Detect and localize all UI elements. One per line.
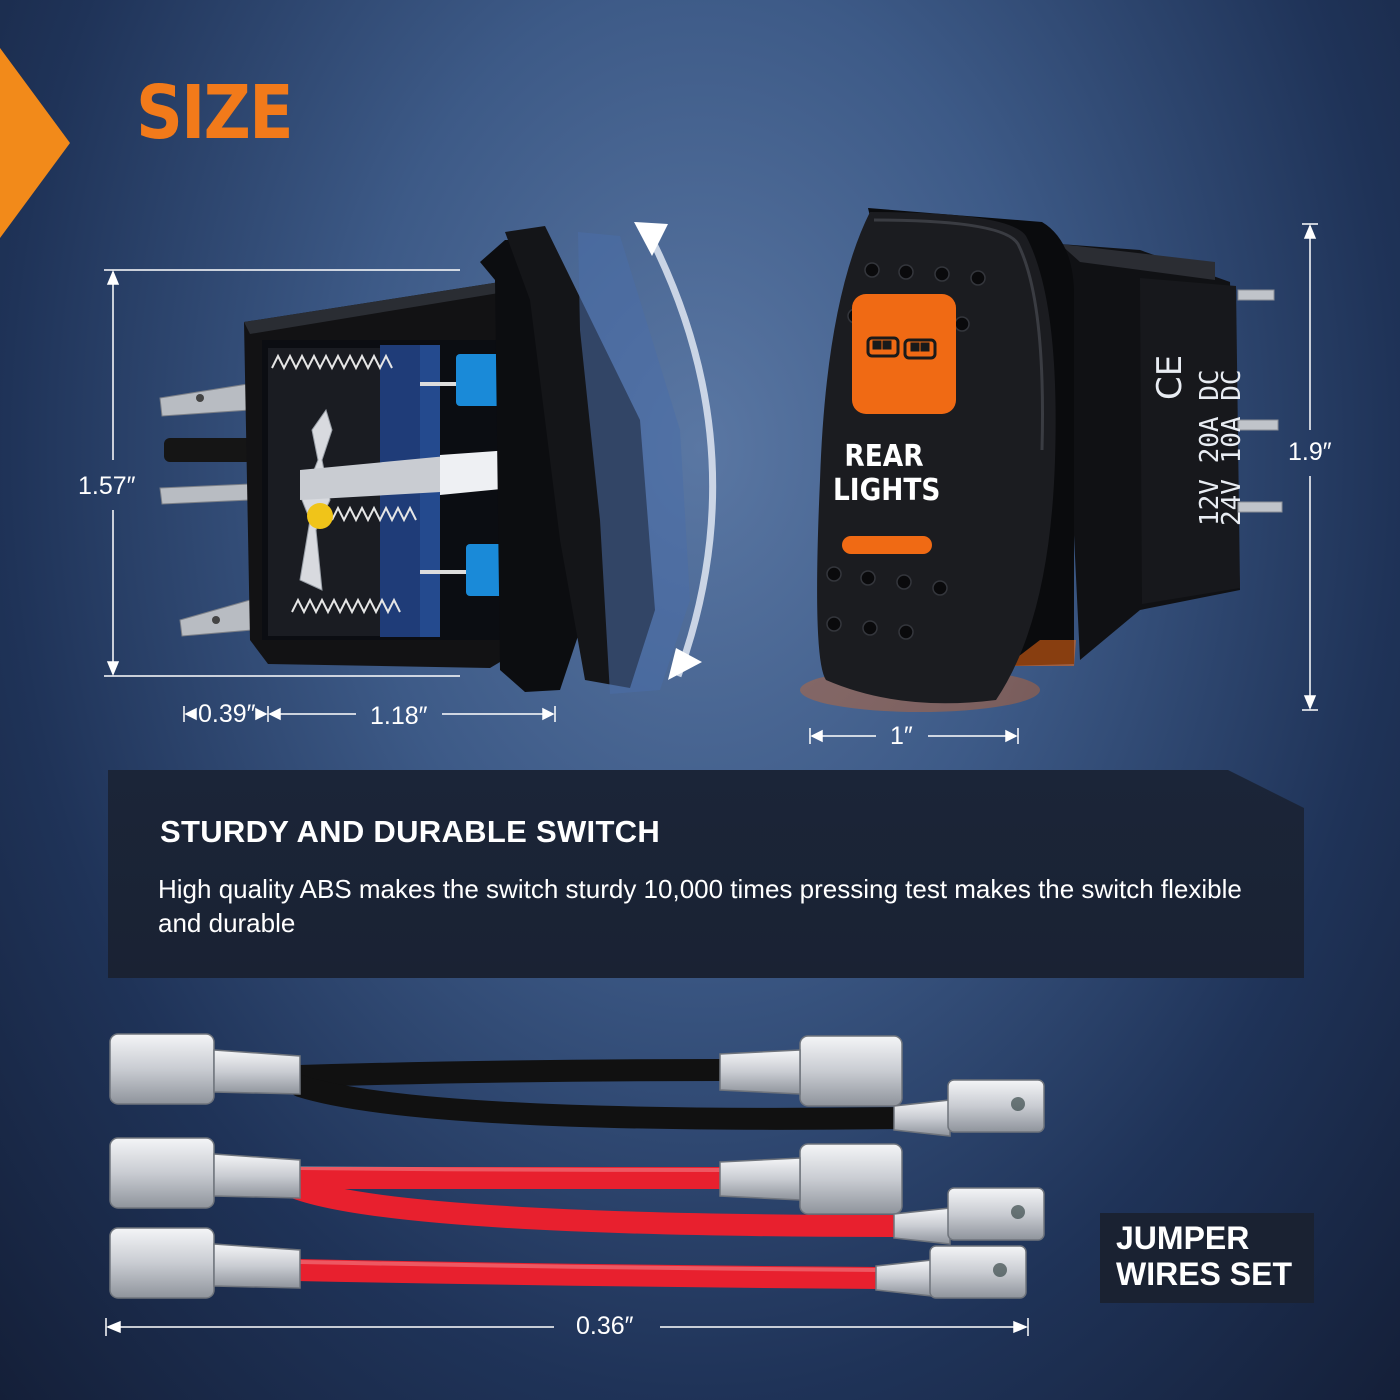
- jumper-caption-box: [1100, 1213, 1314, 1303]
- feature-description: High quality ABS makes the switch sturdy…: [158, 874, 1242, 938]
- rear-lights-icon: [866, 336, 937, 360]
- jumper-caption: JUMPER WIRES SET: [1116, 1220, 1316, 1292]
- wire-length-label: 0.36″: [576, 1312, 634, 1340]
- jumper-caption-line1: JUMPER: [1116, 1220, 1250, 1256]
- front-depth-label: 0.39″: [198, 700, 256, 728]
- jumper-caption-line2: WIRES SET: [1116, 1256, 1293, 1292]
- ce-mark: CE: [1150, 354, 1190, 400]
- front-height-label: 1.9″: [1288, 438, 1332, 466]
- body-length-label: 1.18″: [370, 702, 428, 730]
- feature-panel: [108, 770, 1304, 978]
- page-title: SIZE: [136, 70, 294, 156]
- front-width-label: 1″: [890, 722, 913, 750]
- rocker-label-line2: LIGHTS: [832, 473, 941, 508]
- rocker-label: REAR LIGHTS: [832, 439, 941, 508]
- corner-accent-tab: [0, 48, 70, 238]
- feature-title: STURDY AND DURABLE SWITCH: [160, 814, 661, 849]
- side-height-label: 1.57″: [78, 472, 136, 500]
- rocker-label-line1: REAR: [844, 439, 924, 474]
- rating-line-2: 24V 10A DC: [1217, 369, 1247, 526]
